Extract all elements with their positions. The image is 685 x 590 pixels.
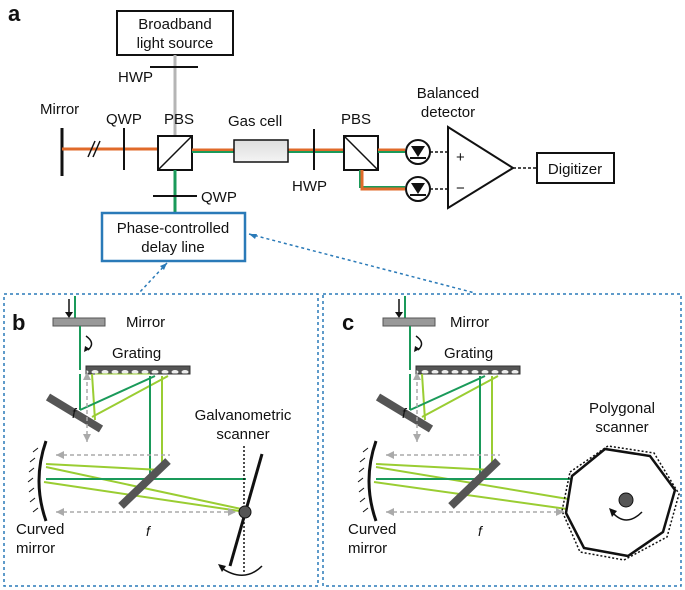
grating-b-label: Grating xyxy=(112,345,161,362)
mirror-b-label: Mirror xyxy=(126,314,165,331)
galvo-pivot-icon xyxy=(238,505,252,519)
hwp-2-label: HWP xyxy=(292,178,327,195)
f-vertical-c: f xyxy=(402,405,408,421)
mirror-b xyxy=(52,317,106,327)
photodiode-bottom-icon xyxy=(405,176,431,202)
detector-label-1: Balanced xyxy=(417,85,480,102)
source-label-2: light source xyxy=(137,35,214,52)
polygon-pivot-icon xyxy=(618,492,634,508)
digitizer-box xyxy=(536,152,615,184)
fold-mirror-b-2 xyxy=(118,458,171,509)
delay-line-box xyxy=(100,211,247,263)
photodiode-top-icon xyxy=(405,139,431,165)
galvo-label-2: scanner xyxy=(216,426,269,443)
curved-mirror-b-label-2: mirror xyxy=(16,540,55,557)
broadband-source-box xyxy=(116,10,234,56)
fold-mirror-b xyxy=(45,393,104,433)
panel-b-frame xyxy=(3,293,319,587)
delay-line-label-1: Phase-controlled xyxy=(117,220,230,237)
source-label-1: Broadband xyxy=(138,16,211,33)
panel-c-label: c xyxy=(342,310,354,335)
delay-line-label-2: delay line xyxy=(141,239,204,256)
mirror-c-label: Mirror xyxy=(450,314,489,331)
pointer-to-c xyxy=(248,233,476,294)
balanced-amplifier xyxy=(447,125,515,210)
galvo-label-1: Galvanometric xyxy=(195,407,292,424)
pbs-1-label: PBS xyxy=(164,111,194,128)
curved-mirror-c xyxy=(367,440,378,522)
mirror-c xyxy=(382,317,436,327)
fold-mirror-c-2 xyxy=(448,458,501,509)
hwp-top-label: HWP xyxy=(118,69,153,86)
plus-sign: + xyxy=(456,149,465,166)
minus-sign: − xyxy=(456,180,465,197)
grating-c xyxy=(415,365,521,375)
curved-mirror-c-label-2: mirror xyxy=(348,540,387,557)
curved-mirror-b-label-1: Curved xyxy=(16,521,64,538)
f-horizontal-c: f xyxy=(478,523,484,539)
pbs-2-label: PBS xyxy=(341,111,371,128)
curved-mirror-c-label-1: Curved xyxy=(348,521,396,538)
digitizer-label: Digitizer xyxy=(548,161,602,178)
fold-mirror-c xyxy=(375,393,434,433)
mirror-left-label: Mirror xyxy=(40,101,79,118)
grating-c-label: Grating xyxy=(444,345,493,362)
polygon-label-1: Polygonal xyxy=(589,400,655,417)
f-horizontal-b: f xyxy=(146,523,152,539)
panel-a-label: a xyxy=(8,1,21,26)
curved-mirror-b xyxy=(37,440,48,522)
gas-cell xyxy=(233,139,289,163)
grating-b xyxy=(85,365,191,375)
qwp-bottom-label: QWP xyxy=(201,189,237,206)
gas-cell-label: Gas cell xyxy=(228,113,282,130)
panel-b-label: b xyxy=(12,310,25,335)
polygon-label-2: scanner xyxy=(595,419,648,436)
f-vertical-b: f xyxy=(72,405,78,421)
qwp-left-label: QWP xyxy=(106,111,142,128)
panel-c-frame xyxy=(322,293,682,587)
detector-label-2: detector xyxy=(421,104,475,121)
